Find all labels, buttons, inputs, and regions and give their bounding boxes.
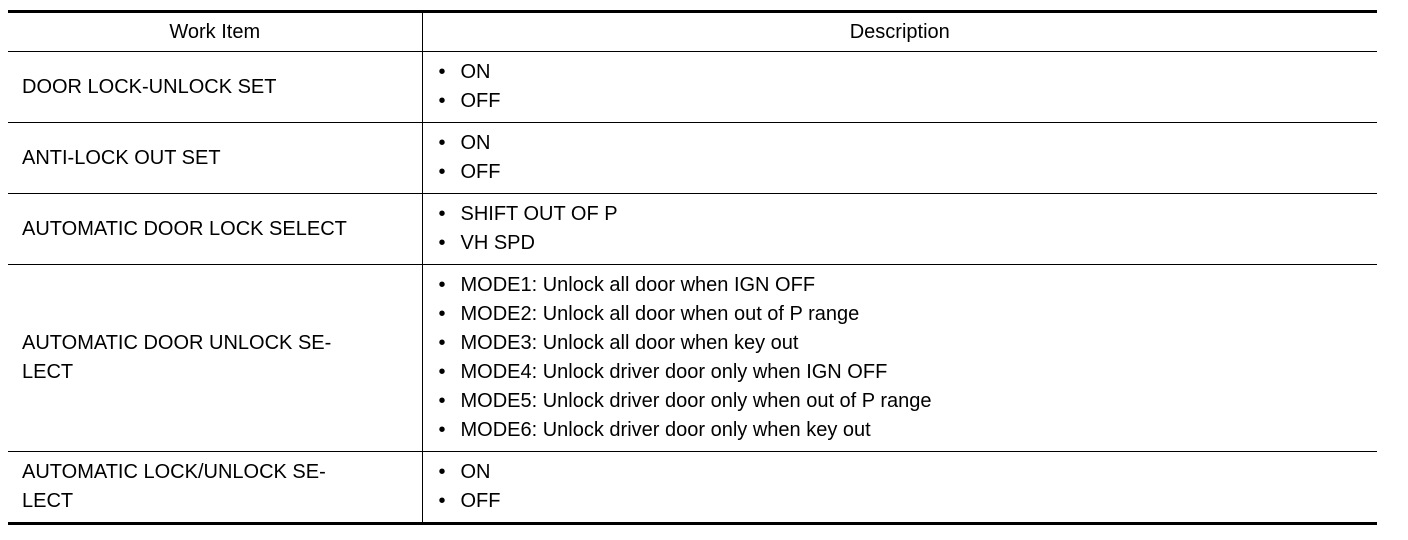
- option-text: MODE2: Unlock all door when out of P ran…: [460, 303, 860, 325]
- bullet-icon: •: [438, 90, 446, 112]
- option-item: • OFF: [439, 87, 1364, 116]
- work-item-table: Work Item Description DOOR LOCK-UNLOCK S…: [8, 10, 1377, 525]
- work-item-cell: DOOR LOCK-UNLOCK SET: [8, 51, 423, 123]
- option-text: SHIFT OUT OF P: [460, 203, 618, 225]
- option-list: • ON • OFF: [439, 458, 1364, 516]
- bullet-icon: •: [438, 203, 446, 225]
- table-row: DOOR LOCK-UNLOCK SET • ON • OFF: [8, 51, 1377, 123]
- bullet-icon: •: [438, 332, 446, 354]
- description-cell: • ON • OFF: [422, 51, 1377, 123]
- option-item: • ON: [439, 458, 1364, 487]
- bullet-icon: •: [438, 361, 446, 383]
- bullet-icon: •: [438, 132, 446, 154]
- bullet-icon: •: [438, 303, 446, 325]
- option-item: • OFF: [439, 487, 1364, 516]
- option-text: ON: [460, 132, 491, 154]
- option-item: • MODE6: Unlock driver door only when key…: [439, 416, 1364, 445]
- work-item-cell: ANTI-LOCK OUT SET: [8, 122, 423, 194]
- work-item-cell: AUTOMATIC DOOR UNLOCK SE- LECT: [8, 264, 423, 452]
- option-list: • SHIFT OUT OF P • VH SPD: [439, 200, 1364, 258]
- table-row: ANTI-LOCK OUT SET • ON • OFF: [8, 122, 1377, 194]
- description-cell: • SHIFT OUT OF P • VH SPD: [422, 193, 1377, 265]
- option-item: • SHIFT OUT OF P: [439, 200, 1364, 229]
- option-text: ON: [460, 61, 491, 83]
- option-item: • OFF: [439, 158, 1364, 187]
- description-cell: • ON • OFF: [422, 451, 1377, 524]
- option-text: OFF: [460, 161, 501, 183]
- work-item-line: ANTI-LOCK OUT SET: [22, 146, 221, 169]
- bullet-icon: •: [438, 161, 446, 183]
- bullet-icon: •: [438, 274, 446, 296]
- option-list: • ON • OFF: [439, 129, 1364, 187]
- bullet-icon: •: [438, 490, 446, 512]
- option-text: MODE3: Unlock all door when key out: [460, 332, 799, 354]
- work-item-cell: AUTOMATIC DOOR LOCK SELECT: [8, 193, 423, 265]
- option-item: • ON: [439, 129, 1364, 158]
- bullet-icon: •: [438, 390, 446, 412]
- option-text: VH SPD: [460, 232, 535, 254]
- option-item: • ON: [439, 58, 1364, 87]
- work-item-line: LECT: [22, 361, 74, 383]
- work-item-line: AUTOMATIC DOOR UNLOCK SE-: [22, 332, 332, 354]
- option-item: • MODE1: Unlock all door when IGN OFF: [439, 271, 1364, 300]
- option-text: MODE4: Unlock driver door only when IGN …: [460, 361, 888, 383]
- table-row: AUTOMATIC DOOR LOCK SELECT • SHIFT OUT OF …: [8, 193, 1377, 265]
- work-item-line: AUTOMATIC DOOR LOCK SELECT: [22, 217, 347, 240]
- work-item-cell: AUTOMATIC LOCK/UNLOCK SE- LECT: [8, 451, 423, 524]
- description-cell: • ON • OFF: [422, 122, 1377, 194]
- option-text: MODE5: Unlock driver door only when out …: [460, 390, 932, 412]
- option-list: • MODE1: Unlock all door when IGN OFF • MOD…: [439, 271, 1364, 445]
- description-cell: • MODE1: Unlock all door when IGN OFF • MOD…: [422, 264, 1377, 452]
- table-row: AUTOMATIC DOOR UNLOCK SE- LECT • MODE1: Unl…: [8, 264, 1377, 452]
- option-text: MODE6: Unlock driver door only when key …: [460, 419, 871, 441]
- work-item-line: AUTOMATIC LOCK/UNLOCK SE-: [22, 461, 326, 483]
- header-description: Description: [422, 11, 1377, 52]
- table-row: AUTOMATIC LOCK/UNLOCK SE- LECT • ON • OFF: [8, 451, 1377, 524]
- option-item: • MODE3: Unlock all door when key out: [439, 329, 1364, 358]
- option-item: • VH SPD: [439, 229, 1364, 258]
- bullet-icon: •: [438, 61, 446, 83]
- bullet-icon: •: [438, 461, 446, 483]
- option-item: • MODE4: Unlock driver door only when IGN…: [439, 358, 1364, 387]
- table-header-row: Work Item Description: [8, 11, 1377, 52]
- bullet-icon: •: [438, 419, 446, 441]
- option-text: OFF: [460, 90, 501, 112]
- option-text: OFF: [460, 490, 501, 512]
- work-item-line: DOOR LOCK-UNLOCK SET: [22, 75, 277, 98]
- option-item: • MODE2: Unlock all door when out of P ra…: [439, 300, 1364, 329]
- work-item-line: LECT: [22, 490, 74, 512]
- option-item: • MODE5: Unlock driver door only when out…: [439, 387, 1364, 416]
- option-text: MODE1: Unlock all door when IGN OFF: [460, 274, 816, 296]
- header-work-item: Work Item: [8, 11, 423, 52]
- option-list: • ON • OFF: [439, 58, 1364, 116]
- bullet-icon: •: [438, 232, 446, 254]
- option-text: ON: [460, 461, 491, 483]
